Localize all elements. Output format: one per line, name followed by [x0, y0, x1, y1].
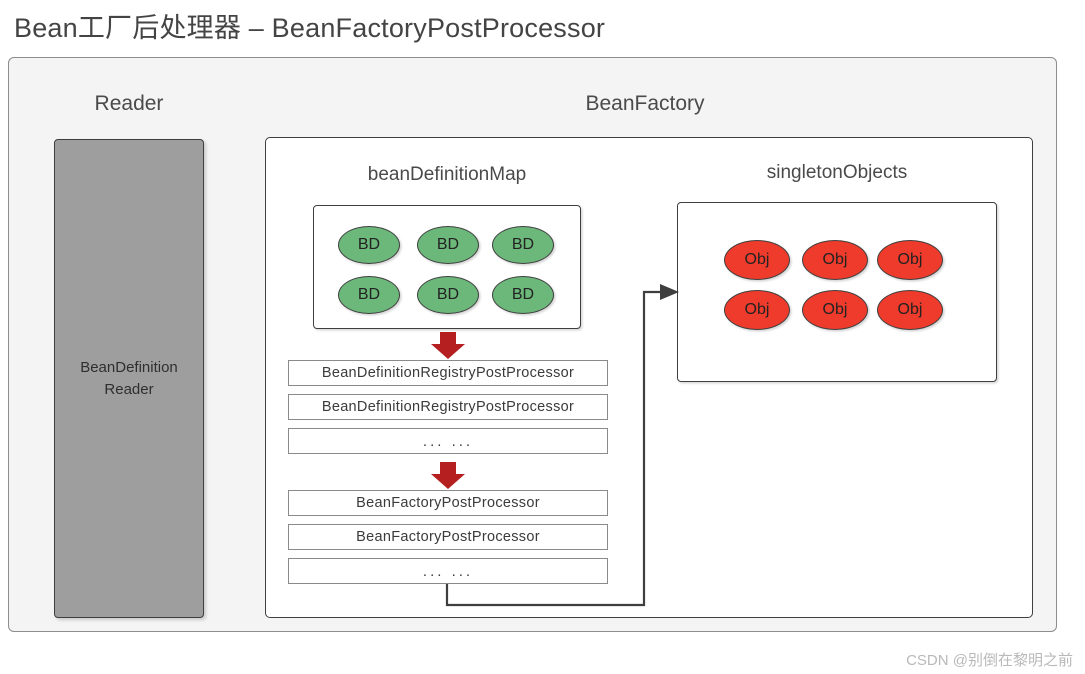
bd-node: BD [338, 226, 400, 264]
bd-node: BD [417, 276, 479, 314]
bd-node: BD [417, 226, 479, 264]
obj-node: Obj [877, 240, 943, 280]
factory-post-processor-ellipsis-row: ... ... [288, 558, 608, 584]
obj-node: Obj [802, 290, 868, 330]
obj-node: Obj [877, 290, 943, 330]
reader-column-heading: Reader [94, 92, 164, 115]
bean-definition-map-heading: beanDefinitionMap [367, 164, 527, 185]
factory-post-processor-row: BeanFactoryPostProcessor [288, 524, 608, 550]
bd-node: BD [492, 276, 554, 314]
obj-node: Obj [724, 240, 790, 280]
registry-post-processor-row: BeanDefinitionRegistryPostProcessor [288, 360, 608, 386]
registry-post-processor-row: BeanDefinitionRegistryPostProcessor [288, 394, 608, 420]
registry-post-processor-ellipsis-row: ... ... [288, 428, 608, 454]
reader-box: BeanDefinitionReader [54, 139, 204, 618]
page-title: Bean工厂后处理器 – BeanFactoryPostProcessor [14, 13, 606, 43]
singleton-objects-heading: singletonObjects [766, 162, 908, 183]
watermark-text: CSDN @别倒在黎明之前 [906, 652, 1073, 669]
bd-node: BD [492, 226, 554, 264]
factory-post-processor-row: BeanFactoryPostProcessor [288, 490, 608, 516]
obj-node: Obj [724, 290, 790, 330]
beanfactory-column-heading: BeanFactory [585, 92, 705, 115]
obj-node: Obj [802, 240, 868, 280]
bd-node: BD [338, 276, 400, 314]
bean-definition-reader-label: BeanDefinitionReader [80, 358, 178, 398]
